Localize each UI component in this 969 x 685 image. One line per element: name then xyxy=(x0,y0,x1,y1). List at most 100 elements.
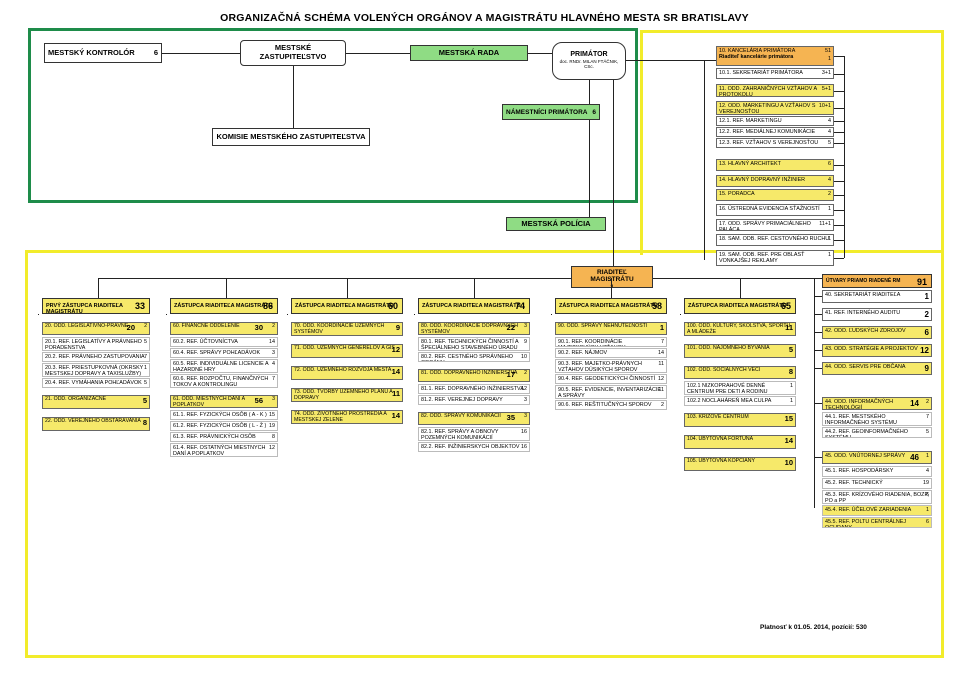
zastupitelstvo-box[interactable]: MESTSKÉ ZASTUPITEĽSTVO xyxy=(240,40,346,66)
section-box[interactable]: 80.2. REF. CESTNÉHO SPRÁVNEHO ORGÁNU10 xyxy=(418,352,530,362)
section-label: 80.2. REF. CESTNÉHO SPRÁVNEHO ORGÁNU xyxy=(421,354,513,361)
direct-section-box[interactable]: 45.3. REF. KRÍZOVÉHO RIADENIA, BOZP, PO … xyxy=(822,490,932,504)
mayor-unit-box[interactable]: 12. ODD. MARKETINGU A VZŤAHOV S VEREJNOS… xyxy=(716,101,834,115)
policia-box[interactable]: MESTSKÁ POLÍCIA xyxy=(506,217,606,231)
section-box[interactable]: 61.2. REF. FYZICKÝCH OSÔB ( L - Ž )19 xyxy=(170,421,278,431)
department-head-count: 2 xyxy=(524,370,527,376)
section-box[interactable]: 90.5. REF. EVIDENCIE, INVENTARIZÁCIE A S… xyxy=(555,385,667,399)
department-box[interactable]: 74. ODD. ŽIVOTNÉHO PROSTREDIA A MESTSKEJ… xyxy=(291,410,403,424)
department-box[interactable]: 80. ODD. KOORDINÁCIE DOPRAVNÝCH SYSTÉMOV… xyxy=(418,322,530,335)
section-box[interactable]: 80.1. REF. TECHNICKÝCH ČINNOSTÍ A ŠPECIÁ… xyxy=(418,337,530,351)
kontrolor-box[interactable]: MESTSKÝ KONTROLÓR 6 xyxy=(44,43,162,63)
section-box[interactable]: 60.5. REF. INDIVIDUÁLNE LICENCIE A HAZAR… xyxy=(170,359,278,373)
department-box[interactable]: 73. ODD. TVORBY ÚZEMNÉHO PLÁNU A DOPRAVY… xyxy=(291,388,403,402)
section-box[interactable]: 61.4. REF. OSTATNÝCH MIESTNYCH DANÍ A PO… xyxy=(170,443,278,457)
section-box[interactable]: 20.3. REF. PRIESTUPKOVNÁ (OKRSKY MESTSKE… xyxy=(42,363,150,377)
direct-section-box[interactable]: 45.5. REF. POLTU CENTRÁLNEJ OCHRANY6 xyxy=(822,517,932,528)
direct-section-box[interactable]: 44.1. REF. MESTSKÉHO INFORMAČNÉHO SYSTÉM… xyxy=(822,412,932,426)
section-box[interactable]: 102.1 NIZKOPRAHOVÉ DENNÉ CENTRUM PRE DET… xyxy=(684,381,796,395)
section-box[interactable]: 20.1. REF. LEGISLATÍVY A PRÁVNEHO PORADE… xyxy=(42,337,150,351)
unit-count: 10+1 xyxy=(818,103,831,109)
connector xyxy=(704,60,705,260)
namestnici-box[interactable]: NÁMESTNÍCI PRIMÁTORA 6 xyxy=(502,104,600,120)
primator-box[interactable]: PRIMÁTOR doc. RNDr. MILAN FTÁČNIK, CSc. xyxy=(552,42,626,80)
section-box[interactable]: 60.6. REF. ROZPOČTU, FINANČNÝCH TOKOV A … xyxy=(170,374,278,388)
section-box[interactable]: 82.1. REF. SPRÁVY A OBNOVY POZEMNÝCH KOM… xyxy=(418,427,530,441)
mayor-unit-box[interactable]: 11. ODD. ZAHRANIČNÝCH VZŤAHOV A PROTOKOL… xyxy=(716,84,834,97)
department-box[interactable]: 100. ODD. KULTÚRY, ŠKOLSTVA, ŠPORTU A ML… xyxy=(684,322,796,336)
mayor-unit-box[interactable]: 19. SAM. ODB. REF. PRE OBLASŤ VONKAJŠEJ … xyxy=(716,250,834,266)
komisie-box[interactable]: KOMISIE MESTSKÉHO ZASTUPITEĽSTVA xyxy=(212,128,370,146)
section-label: 60.2. REF. ÚČTOVNÍCTVA xyxy=(173,339,238,345)
section-box[interactable]: 90.3. REF. MAJETKO-PRÁVNYCH VZŤAHOV DÚSI… xyxy=(555,359,667,373)
deputy-head-count: 33 xyxy=(134,301,145,311)
department-label: 60. FINANČNÉ ODDELENIE xyxy=(173,323,240,329)
section-box[interactable]: 90.1. REF. KOORDINÁCIE MAJETKOVÝCH VZŤAH… xyxy=(555,337,667,347)
connector xyxy=(414,314,415,315)
direct-section-box[interactable]: 44.2. REF. GEOINFORMAČNÉHO SYSTÉMU5 xyxy=(822,427,932,438)
section-box[interactable]: 61.1. REF. FYZICKÝCH OSÔB ( A - K )15 xyxy=(170,410,278,420)
department-label: 21. ODD. ORGANIZAČNÉ xyxy=(45,396,107,402)
connector xyxy=(834,132,844,133)
riaditel-box[interactable]: RIADITEĽ MAGISTRÁTU 1 xyxy=(571,266,653,288)
connector xyxy=(653,278,875,279)
rada-box[interactable]: MESTSKÁ RADA xyxy=(410,45,528,61)
